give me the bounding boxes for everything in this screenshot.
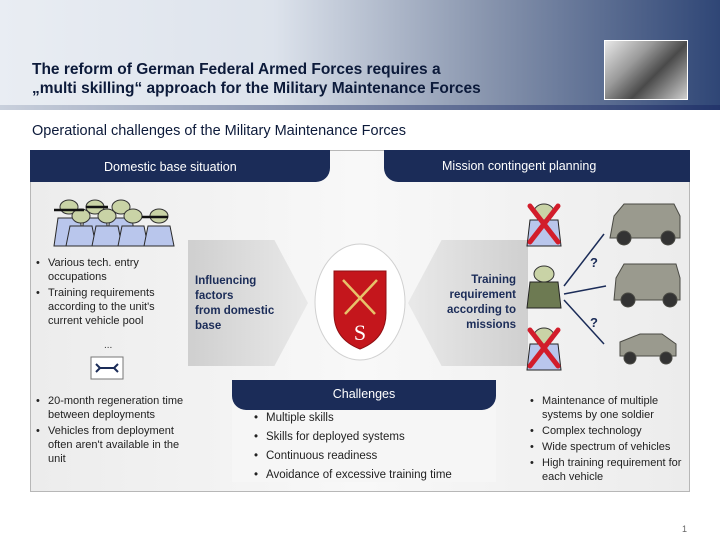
domestic-tab-label: Domestic base situation — [104, 160, 237, 174]
soldiers-group-icon — [53, 199, 175, 247]
list-item: High training requirement for each vehic… — [530, 456, 688, 484]
list-item: Complex technology — [530, 424, 688, 438]
section-subtitle: Operational challenges of the Military M… — [32, 123, 406, 139]
list-item: Various tech. entry occupations — [36, 256, 176, 284]
training-line: according to — [446, 304, 516, 316]
challenges-list: Multiple skills Skills for deployed syst… — [254, 410, 494, 486]
challenges-tab — [232, 380, 496, 410]
challenges-title: Challenges — [332, 387, 396, 401]
influencing-line: Influencing — [195, 275, 257, 287]
influencing-line: factors — [195, 290, 234, 302]
question-mark-1: ? — [590, 255, 598, 270]
list-item: Vehicles from deployment often aren't av… — [36, 424, 186, 466]
list-item: Wide spectrum of vehicles — [530, 440, 688, 454]
mission-tab — [384, 150, 690, 182]
list-item: Multiple skills — [254, 410, 494, 427]
vehicle-icon — [609, 203, 681, 365]
list-item: Continuous readiness — [254, 448, 494, 465]
title-line-1: The reform of German Federal Armed Force… — [32, 61, 441, 78]
list-item: Training requirements according to the u… — [36, 286, 176, 328]
influencing-text: Influencing factors from domestic base — [195, 274, 274, 334]
left-bullets-bottom: 20-month regeneration time between deplo… — [36, 394, 186, 468]
training-text: Training requirement according to missio… — [424, 273, 516, 333]
page-title: The reform of German Federal Armed Force… — [32, 60, 592, 98]
list-item: Maintenance of multiple systems by one s… — [530, 394, 688, 422]
cross-icon — [527, 203, 561, 369]
left-bullets-top: Various tech. entry occupations Training… — [36, 256, 176, 330]
list-item: Skills for deployed systems — [254, 429, 494, 446]
mission-graphics — [526, 203, 681, 371]
question-mark-2: ? — [590, 315, 598, 330]
ellipsis: ... — [104, 340, 113, 351]
right-bullets: Maintenance of multiple systems by one s… — [530, 394, 688, 486]
header-stripe — [0, 105, 720, 110]
emblem-letter: S — [354, 320, 366, 345]
list-item: Avoidance of excessive training time — [254, 467, 494, 484]
mission-tab-label: Mission contingent planning — [442, 159, 597, 173]
header-photo — [604, 40, 688, 100]
page-number: 1 — [682, 524, 688, 534]
wrench-icon — [90, 356, 124, 380]
influencing-line: base — [195, 320, 222, 332]
domestic-tab — [30, 150, 330, 182]
list-item: 20-month regeneration time between deplo… — [36, 394, 186, 422]
title-line-2: „multi skilling“ approach for the Milita… — [32, 80, 481, 97]
influencing-line: from domestic — [195, 305, 275, 317]
training-line: Training — [471, 274, 516, 286]
header-band — [0, 0, 720, 108]
training-line: requirement — [449, 289, 516, 301]
training-line: missions — [466, 319, 516, 331]
emblem-icon: S — [314, 243, 406, 361]
